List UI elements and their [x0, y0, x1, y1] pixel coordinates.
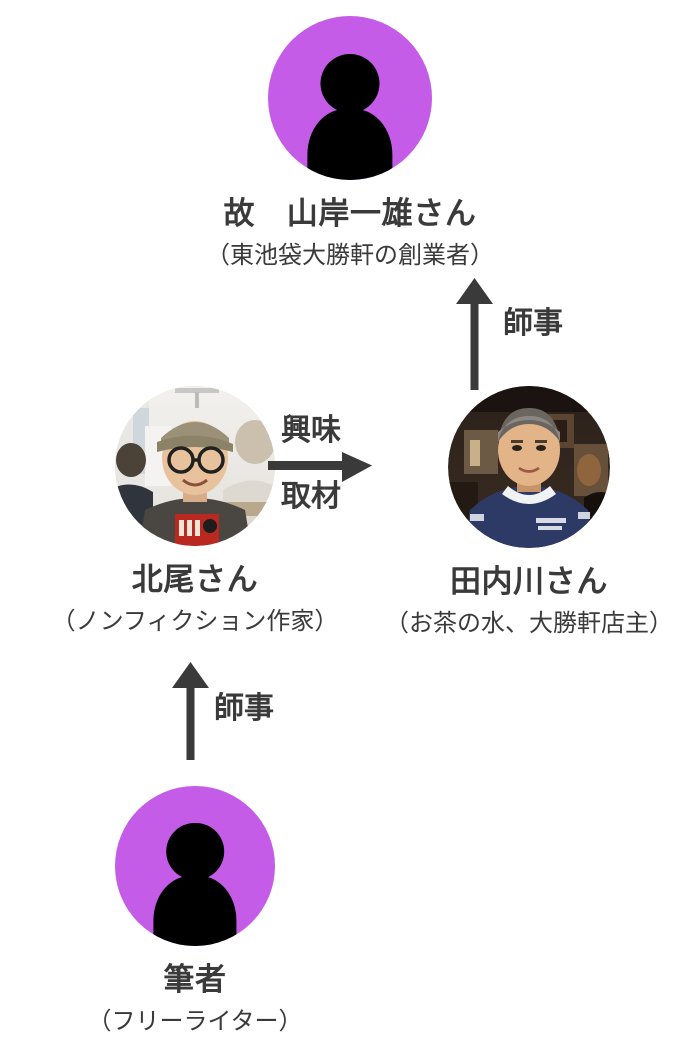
node-tauchigawa-subtitle: （お茶の水、大勝軒店主） [385, 609, 673, 638]
arrow-up-shiji-top [455, 278, 495, 390]
node-yamagishi-subtitle: （東池袋大勝軒の創業者） [206, 241, 494, 270]
node-author-name: 筆者 [163, 962, 227, 998]
person-placeholder-icon [115, 786, 275, 946]
person-placeholder-icon [268, 16, 432, 180]
photo-tauchigawa [448, 386, 610, 548]
arrow-up-shiji-bottom [172, 662, 210, 760]
placeholder-head-shape [320, 53, 380, 113]
edge-label-shiji-bottom: 師事 [214, 691, 274, 726]
node-kitao: 北尾さん （ノンフィクション作家） [24, 386, 366, 634]
node-kitao-name: 北尾さん [131, 562, 259, 598]
node-tauchigawa: 田内川さん （お茶の水、大勝軒店主） [358, 386, 700, 636]
node-yamagishi: 故 山岸一雄さん （東池袋大勝軒の創業者） [0, 16, 700, 268]
placeholder-head-shape [166, 822, 224, 881]
placeholder-body-shape [307, 108, 393, 180]
edge-label-kyomi: 興味 [281, 413, 341, 448]
node-author: 筆者 （フリーライター） [24, 786, 366, 1034]
placeholder-body-shape [153, 876, 237, 946]
node-kitao-subtitle: （ノンフィクション作家） [51, 607, 339, 636]
node-author-subtitle: （フリーライター） [87, 1007, 303, 1036]
photo-kitao [115, 386, 275, 546]
edge-label-shiji-top: 師事 [503, 306, 563, 341]
node-yamagishi-name: 故 山岸一雄さん [223, 196, 477, 232]
node-tauchigawa-name: 田内川さん [449, 564, 609, 600]
edge-label-shuzai: 取材 [281, 479, 341, 514]
arrow-right-kyomi-shuzai [268, 452, 372, 484]
